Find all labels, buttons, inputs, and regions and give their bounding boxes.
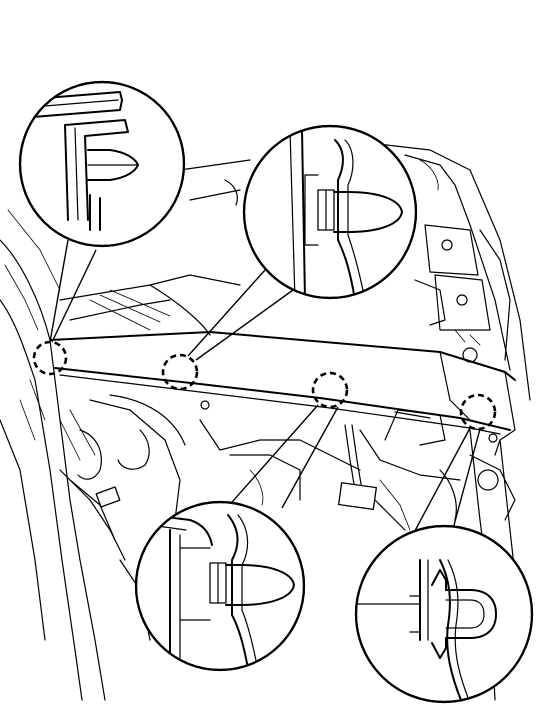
clip-marker-2 [161,353,199,391]
clip-marker-3 [311,371,349,409]
callout-bottom-center [134,500,306,672]
clip-location-markers [32,340,497,431]
callout-top-center [242,124,418,300]
clip-marker-4 [459,393,497,431]
door-structure [0,134,531,701]
leader-lines [49,239,481,541]
clip-marker-1 [32,340,68,376]
callout-bottom-right [354,524,534,704]
callout-top-left [18,80,186,248]
